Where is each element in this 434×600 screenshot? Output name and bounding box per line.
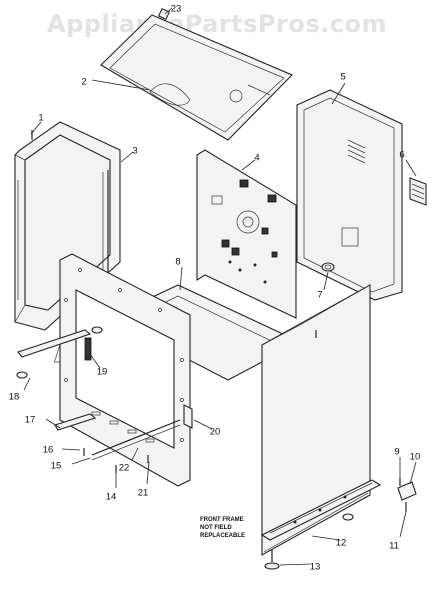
note-line-3: REPLACEABLE xyxy=(200,533,245,539)
callout-number-7: 7 xyxy=(317,290,322,301)
callout-21: 21 xyxy=(138,461,150,499)
screws xyxy=(31,130,317,473)
watermark: AppliancePartsPros.com xyxy=(47,10,387,38)
callout-15: 15 xyxy=(51,457,91,472)
callout-number-18: 18 xyxy=(9,392,20,403)
callout-6: 6 xyxy=(399,150,417,177)
callout-number-22: 22 xyxy=(119,463,130,474)
callout-number-13: 13 xyxy=(310,562,321,573)
callout-5: 5 xyxy=(331,72,346,105)
callout-leader-10 xyxy=(409,461,417,485)
callout-20: 20 xyxy=(193,419,221,438)
left-base-rail xyxy=(16,326,103,431)
vent-cover xyxy=(409,177,427,206)
callout-leader-5 xyxy=(331,82,346,105)
callout-2: 2 xyxy=(81,77,151,91)
callout-number-5: 5 xyxy=(340,72,345,83)
side-trim xyxy=(91,404,193,461)
callout-number-2: 2 xyxy=(81,77,86,88)
callout-number-3: 3 xyxy=(132,146,137,157)
callout-leader-22 xyxy=(131,447,139,461)
callout-number-9: 9 xyxy=(394,447,399,458)
callout-number-17: 17 xyxy=(25,415,36,426)
callout-leader-2 xyxy=(91,79,151,91)
callout-leader-4 xyxy=(241,159,256,171)
callout-leader-20 xyxy=(193,419,213,430)
callout-leader-23 xyxy=(164,7,173,15)
callout-23: 23 xyxy=(164,4,182,15)
callout-12: 12 xyxy=(311,535,347,549)
back-panel xyxy=(196,149,297,319)
callout-leader-21 xyxy=(146,461,150,485)
callout-16: 16 xyxy=(43,445,81,456)
top-panel xyxy=(100,14,293,141)
callout-number-16: 16 xyxy=(43,445,54,456)
callout-number-6: 6 xyxy=(399,150,404,161)
callout-number-21: 21 xyxy=(138,488,149,499)
callout-leader-16 xyxy=(61,448,81,451)
callout-number-11: 11 xyxy=(389,541,399,552)
callout-3: 3 xyxy=(120,146,138,163)
callout-leader-19 xyxy=(89,353,101,369)
leveling-foot xyxy=(264,550,280,570)
callout-leader-7 xyxy=(323,271,329,291)
callout-10: 10 xyxy=(409,452,421,485)
callout-leader-6 xyxy=(405,159,417,177)
callout-number-1: 1 xyxy=(38,113,43,124)
callout-7: 7 xyxy=(317,271,329,301)
callout-4: 4 xyxy=(241,153,260,171)
callout-1: 1 xyxy=(30,113,44,135)
callout-22: 22 xyxy=(119,447,139,474)
callout-number-8: 8 xyxy=(175,257,180,268)
callout-number-20: 20 xyxy=(210,427,221,438)
callout-number-14: 14 xyxy=(106,492,117,503)
callout-9: 9 xyxy=(394,447,401,478)
callout-8: 8 xyxy=(175,257,183,291)
rear-cover-panel xyxy=(296,89,403,301)
callout-number-23: 23 xyxy=(171,4,182,15)
callout-number-19: 19 xyxy=(97,367,108,378)
callout-number-10: 10 xyxy=(410,452,421,463)
callout-leader-15 xyxy=(71,457,91,465)
note-line-1: FRONT FRAME xyxy=(200,517,244,523)
callout-11: 11 xyxy=(389,511,407,552)
grommet xyxy=(321,262,335,272)
callout-leader-8 xyxy=(179,266,183,291)
callout-number-15: 15 xyxy=(51,461,62,472)
callout-leader-11 xyxy=(399,511,407,538)
callout-18: 18 xyxy=(9,377,31,403)
anti-tip-bracket xyxy=(397,478,417,512)
callout-19: 19 xyxy=(89,353,108,378)
callout-leader-13 xyxy=(279,563,311,566)
callout-number-12: 12 xyxy=(336,538,347,549)
callout-leader-1 xyxy=(30,121,42,135)
callout-13: 13 xyxy=(279,562,321,573)
note-line-2: NOT FIELD xyxy=(200,525,232,531)
callout-leader-17 xyxy=(45,418,61,429)
callout-number-4: 4 xyxy=(254,153,259,164)
right-base-rail xyxy=(260,479,382,541)
top-clip xyxy=(157,7,171,21)
callout-leader-12 xyxy=(311,535,341,541)
callout-14: 14 xyxy=(106,472,117,503)
callout-17: 17 xyxy=(25,415,61,429)
callout-leader-18 xyxy=(23,377,31,391)
callout-leader-3 xyxy=(120,151,134,163)
